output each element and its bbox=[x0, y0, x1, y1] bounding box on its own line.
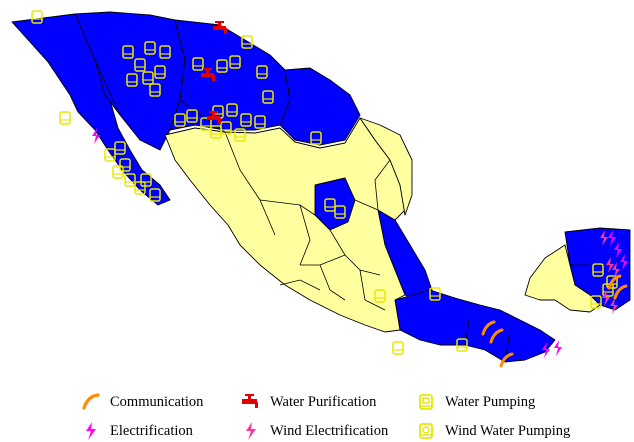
region-coahuila bbox=[279, 67, 361, 146]
water-pumping-marker bbox=[144, 41, 156, 55]
water-pumping-icon bbox=[419, 394, 433, 410]
water-pumping-marker bbox=[59, 111, 71, 125]
water-pumping-marker bbox=[256, 65, 268, 79]
water-pumping-marker bbox=[31, 10, 43, 24]
wind-water-pumping-marker bbox=[210, 125, 222, 139]
communication-marker bbox=[481, 320, 496, 336]
water-purification-marker bbox=[201, 68, 215, 81]
wind-electrification-marker bbox=[602, 290, 610, 306]
legend-item-electrification: Electrification bbox=[80, 421, 193, 441]
electrification-marker bbox=[554, 340, 562, 356]
water-pumping-marker bbox=[254, 115, 266, 129]
water-pumping-marker bbox=[241, 35, 253, 49]
water-pumping-marker bbox=[234, 128, 246, 142]
region-oaxaca-chiapas bbox=[394, 289, 556, 363]
state-borders bbox=[94, 59, 590, 363]
wind-electrification-marker bbox=[606, 257, 614, 273]
water-purification-icon bbox=[242, 394, 258, 408]
water-pumping-marker bbox=[134, 58, 146, 72]
water-pumping-marker bbox=[310, 131, 322, 145]
legend-item-water-purification: Water Purification bbox=[240, 392, 376, 412]
electrification-marker bbox=[542, 342, 550, 358]
yellow-regions bbox=[164, 117, 601, 333]
legend-label-wind-water-pumping: Wind Water Pumping bbox=[445, 422, 571, 439]
wind-electrification-marker bbox=[612, 262, 620, 278]
legend-item-wind-water-pumping: Wind Water Pumping bbox=[415, 421, 570, 441]
water-pumping-marker bbox=[324, 198, 336, 212]
water-pumping-marker bbox=[456, 338, 468, 352]
water-pumping-marker bbox=[606, 275, 618, 289]
legend-label-wind-electrification: Wind Electrification bbox=[270, 422, 389, 439]
water-pumping-marker bbox=[216, 59, 228, 73]
water-pumping-marker bbox=[119, 158, 131, 172]
legend-item-wind-electrification: Wind Electrification bbox=[240, 421, 388, 441]
communication-icon bbox=[82, 393, 100, 410]
water-pumping-marker bbox=[134, 181, 146, 195]
legend-label-water-purification: Water Purification bbox=[270, 393, 377, 410]
water-pumping-marker bbox=[122, 45, 134, 59]
water-pumping-marker bbox=[142, 71, 154, 85]
legend-item-communication: Communication bbox=[80, 392, 203, 412]
water-pumping-marker bbox=[334, 205, 346, 219]
water-pumping-marker bbox=[592, 263, 604, 277]
communication-marker bbox=[499, 352, 514, 368]
water-pumping-marker bbox=[159, 45, 171, 59]
water-purification-marker bbox=[213, 21, 227, 34]
water-pumping-marker bbox=[429, 287, 441, 301]
water-pumping-marker bbox=[114, 141, 126, 155]
wind-water-pumping-icon bbox=[419, 423, 433, 439]
blue-regions bbox=[11, 11, 631, 363]
water-pumping-marker bbox=[240, 113, 252, 127]
technology-markers bbox=[31, 10, 628, 368]
wind-water-pumping-marker bbox=[112, 165, 124, 179]
electrification-marker bbox=[608, 230, 616, 246]
water-pumping-marker bbox=[374, 289, 386, 303]
communication-marker bbox=[613, 284, 628, 300]
legend-label-communication: Communication bbox=[110, 393, 204, 410]
water-pumping-marker bbox=[149, 83, 161, 97]
wind-electrification-icon bbox=[246, 422, 256, 440]
water-pumping-marker bbox=[392, 341, 404, 355]
electrification-marker bbox=[614, 242, 622, 258]
wind-water-pumping-marker bbox=[174, 113, 186, 127]
electrification-marker bbox=[620, 254, 628, 270]
legend-label-electrification: Electrification bbox=[110, 422, 193, 439]
water-pumping-marker bbox=[226, 103, 238, 117]
water-pumping-marker bbox=[590, 295, 602, 309]
wind-water-pumping-marker bbox=[104, 148, 116, 162]
communication-marker bbox=[489, 328, 504, 344]
mexico-map bbox=[11, 10, 631, 368]
communication-marker bbox=[607, 274, 622, 290]
region-chihuahua bbox=[169, 19, 291, 131]
water-pumping-marker bbox=[262, 90, 274, 104]
wind-electrification-marker bbox=[600, 230, 608, 246]
region-tamaulipas bbox=[359, 117, 413, 216]
water-pumping-marker bbox=[126, 73, 138, 87]
wind-water-pumping-marker bbox=[200, 117, 212, 131]
water-pumping-marker bbox=[149, 188, 161, 202]
wind-water-pumping-marker bbox=[186, 109, 198, 123]
legend-label-water-pumping: Water Pumping bbox=[445, 393, 536, 410]
wind-electrification-marker bbox=[610, 298, 618, 314]
water-pumping-marker bbox=[192, 57, 204, 71]
legend-item-water-pumping: Water Pumping bbox=[415, 392, 535, 412]
water-pumping-marker bbox=[154, 65, 166, 79]
wind-water-pumping-marker bbox=[140, 173, 152, 187]
region-sinaloa-central bbox=[164, 117, 406, 333]
electrification-marker bbox=[92, 128, 100, 144]
water-pumping-marker bbox=[124, 173, 136, 187]
water-pumping-marker bbox=[229, 55, 241, 69]
electrification-icon bbox=[86, 422, 96, 440]
water-purification-marker bbox=[207, 111, 221, 124]
region-baja-california bbox=[11, 13, 171, 206]
